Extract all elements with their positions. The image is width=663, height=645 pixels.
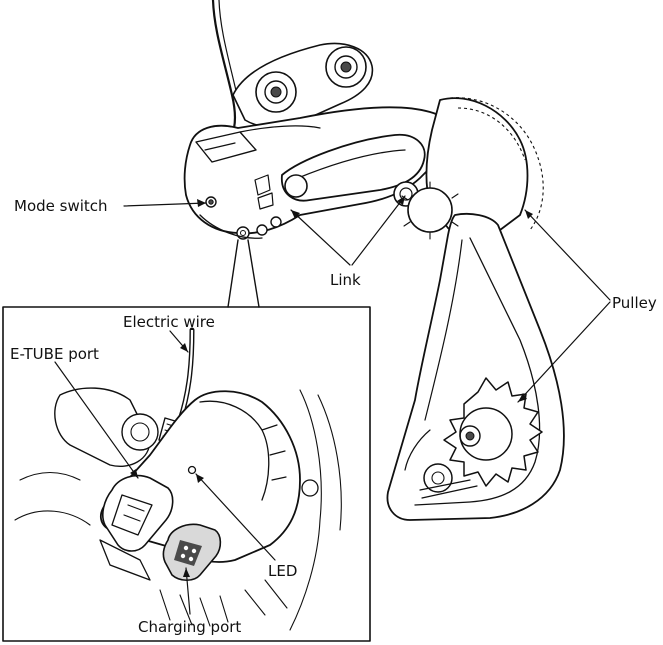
electric-wire-label: Electric wire [123,313,215,331]
detail-leader-lines [54,330,276,615]
mode-switch-label: Mode switch [14,197,108,215]
leader-lines [123,195,611,403]
pulley-label: Pulley [612,294,657,312]
rear-derailleur-illustration [183,0,565,521]
lower-pulley [443,377,543,487]
detail-box [2,306,371,642]
link-label: Link [330,271,361,289]
charging-port-label: Charging port [138,618,242,636]
led-label: LED [268,562,298,580]
upper-pulley [401,181,459,240]
etube-port-label: E-TUBE port [10,345,99,363]
callout-connector [227,239,260,308]
